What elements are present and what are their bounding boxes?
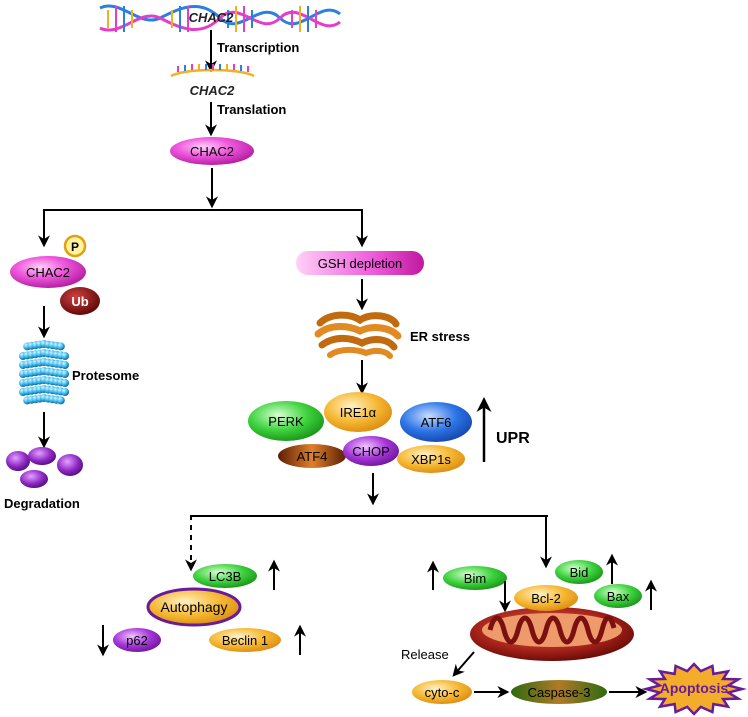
autophagy-label: Autophagy — [161, 599, 228, 615]
apoptosis-burst — [641, 662, 747, 716]
mrna-icon — [170, 64, 255, 78]
phospho-badge — [63, 234, 87, 258]
caspase3-node — [511, 680, 607, 704]
mitochondrion-icon — [470, 607, 634, 661]
cytoc-node — [412, 680, 472, 704]
lc3b-node — [193, 564, 257, 588]
er-stress-icon — [314, 311, 402, 359]
chac2-modified-protein — [10, 256, 86, 288]
caspase3-label: Caspase-3 — [528, 685, 591, 700]
release-arrow — [452, 651, 475, 677]
chac2-protein-label: CHAC2 — [190, 144, 234, 159]
bim-label: Bim — [464, 571, 486, 586]
bid-node — [555, 560, 603, 584]
branch-connector — [38, 209, 368, 248]
chac2-protein — [170, 137, 254, 165]
bcl2-node — [514, 585, 578, 611]
dna-helix-icon — [99, 4, 341, 32]
outcome-connector — [185, 515, 552, 572]
gene-label: CHAC2 — [189, 10, 235, 25]
cytoc-label: cyto-c — [425, 685, 460, 700]
ubiquitin-badge — [60, 287, 100, 315]
mrna-label: CHAC2 — [190, 83, 236, 98]
phospho-label: P — [71, 240, 79, 254]
chac2-modified-label: CHAC2 — [26, 265, 70, 280]
degradation-label: Degradation — [4, 496, 80, 511]
ubiquitin-label: Ub — [71, 294, 88, 309]
lc3b-label: LC3B — [209, 569, 242, 584]
atf6-node — [400, 402, 472, 442]
degradation-fragments-icon — [6, 447, 83, 488]
perk-label: PERK — [268, 414, 304, 429]
bid-label: Bid — [570, 565, 589, 580]
release-label: Release — [401, 647, 449, 662]
er-stress-label: ER stress — [410, 329, 470, 344]
proteasome-label: Protesome — [72, 368, 139, 383]
perk-node — [248, 401, 324, 441]
p62-label: p62 — [126, 633, 148, 648]
gsh-depletion-pill — [296, 251, 424, 275]
xbp1s-node — [397, 445, 465, 473]
bim-node — [443, 566, 507, 590]
atf6-label: ATF6 — [421, 415, 452, 430]
proteasome-icon — [19, 340, 69, 405]
beclin1-label: Beclin 1 — [222, 633, 268, 648]
gsh-depletion-label: GSH depletion — [318, 256, 403, 271]
atf4-label: ATF4 — [297, 449, 328, 464]
chop-label: CHOP — [352, 444, 390, 459]
translation-label: Translation — [217, 102, 286, 117]
bcl2-label: Bcl-2 — [531, 591, 561, 606]
beclin1-node — [209, 628, 281, 652]
xbp1s-label: XBP1s — [411, 452, 451, 467]
upr-label: UPR — [496, 430, 530, 447]
ire1a-label: IRE1α — [340, 405, 377, 420]
apoptosis-label: Apoptosis — [660, 680, 729, 696]
atf4-node — [278, 444, 346, 468]
chop-node — [343, 436, 399, 466]
transcription-label: Transcription — [217, 40, 299, 55]
bax-node — [594, 584, 642, 608]
p62-node — [113, 628, 161, 652]
autophagy-node — [146, 587, 242, 627]
bax-label: Bax — [607, 589, 630, 604]
ire1a-node — [324, 392, 392, 432]
